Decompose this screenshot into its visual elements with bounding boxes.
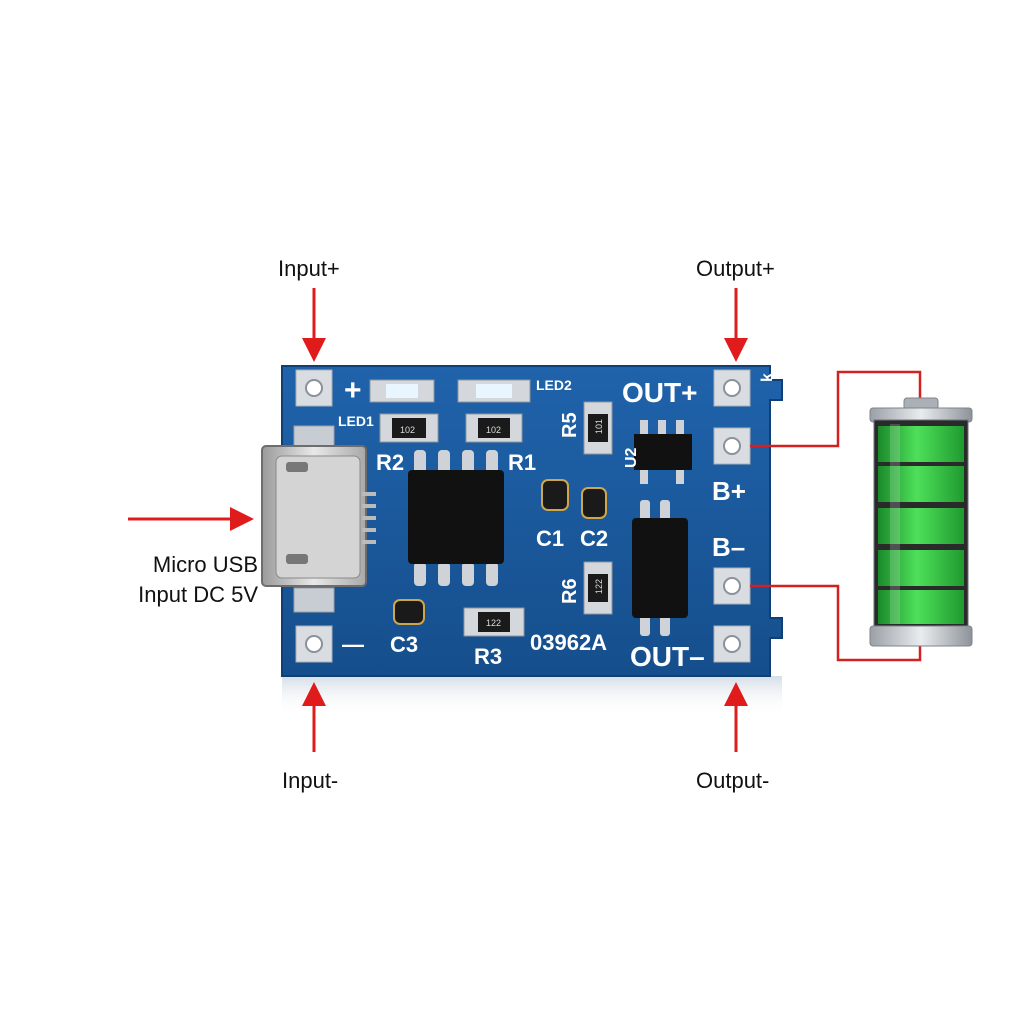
usb-side-pad-bottom [293, 587, 335, 613]
silk-r2: R2 [376, 450, 404, 475]
main-ic-chip [408, 450, 504, 586]
protection-ic-chip [632, 500, 688, 636]
resistor-r5 [583, 401, 613, 455]
silk-plus: + [344, 374, 362, 407]
label-output-minus: Output- [696, 768, 770, 793]
label-micro-usb-line2: Input DC 5V [138, 582, 258, 607]
label-input-plus: Input+ [278, 256, 340, 281]
capacitor-c2 [581, 487, 607, 519]
silk-k: k [759, 373, 776, 382]
marking-r5: 101 [594, 419, 604, 434]
silk-out-minus: OUT– [630, 641, 705, 672]
resistor-r2 [379, 413, 439, 443]
pad-input-plus [295, 369, 333, 407]
silk-c1: C1 [536, 526, 564, 551]
silk-u2: U2 [623, 447, 640, 468]
marking-r6: 122 [594, 579, 604, 594]
marking-r1: 102 [486, 425, 501, 435]
wire-b-plus [750, 370, 922, 448]
silk-led2: LED2 [536, 377, 572, 393]
label-output-plus: Output+ [696, 256, 775, 281]
pcb-reflection [282, 676, 782, 716]
silk-c2: C2 [580, 526, 608, 551]
resistor-r1 [465, 413, 523, 443]
capacitor-c3 [393, 599, 425, 625]
silk-b-minus: B– [712, 532, 745, 562]
led1-component [369, 379, 435, 403]
battery-cell-4 [878, 550, 964, 586]
battery-cell-1 [878, 426, 964, 462]
silk-led1: LED1 [338, 413, 374, 429]
silk-minus: — [342, 632, 364, 657]
silk-board-id: 03962A [530, 630, 607, 655]
micro-usb-connector [261, 445, 376, 587]
led2-component [457, 379, 531, 403]
marking-r3: 122 [486, 618, 501, 628]
battery-cell-3 [878, 508, 964, 544]
silk-r5: R5 [559, 412, 581, 438]
wire-b-minus [750, 584, 922, 662]
battery-icon [869, 397, 973, 647]
pad-out-minus [713, 625, 751, 663]
marking-r2: 102 [400, 425, 415, 435]
battery-cell-5 [878, 590, 964, 624]
silk-r6: R6 [559, 578, 581, 604]
silk-b-plus: B+ [712, 476, 746, 506]
label-micro-usb-line1: Micro USB [152, 552, 258, 577]
pad-out-plus [713, 369, 751, 407]
silk-c3: C3 [390, 632, 418, 657]
pad-b-minus [713, 567, 751, 605]
silk-r3: R3 [474, 644, 502, 669]
silk-out-plus: OUT+ [622, 377, 697, 408]
pad-input-minus [295, 625, 333, 663]
resistor-r6 [583, 561, 613, 615]
battery-cell-2 [878, 466, 964, 502]
u2-chip [634, 420, 692, 484]
silk-r1: R1 [508, 450, 536, 475]
pad-b-plus [713, 427, 751, 465]
capacitor-c1 [541, 479, 569, 511]
resistor-r3 [463, 607, 525, 637]
label-micro-usb: Micro USB Input DC 5V [100, 550, 258, 610]
label-input-minus: Input- [282, 768, 339, 793]
